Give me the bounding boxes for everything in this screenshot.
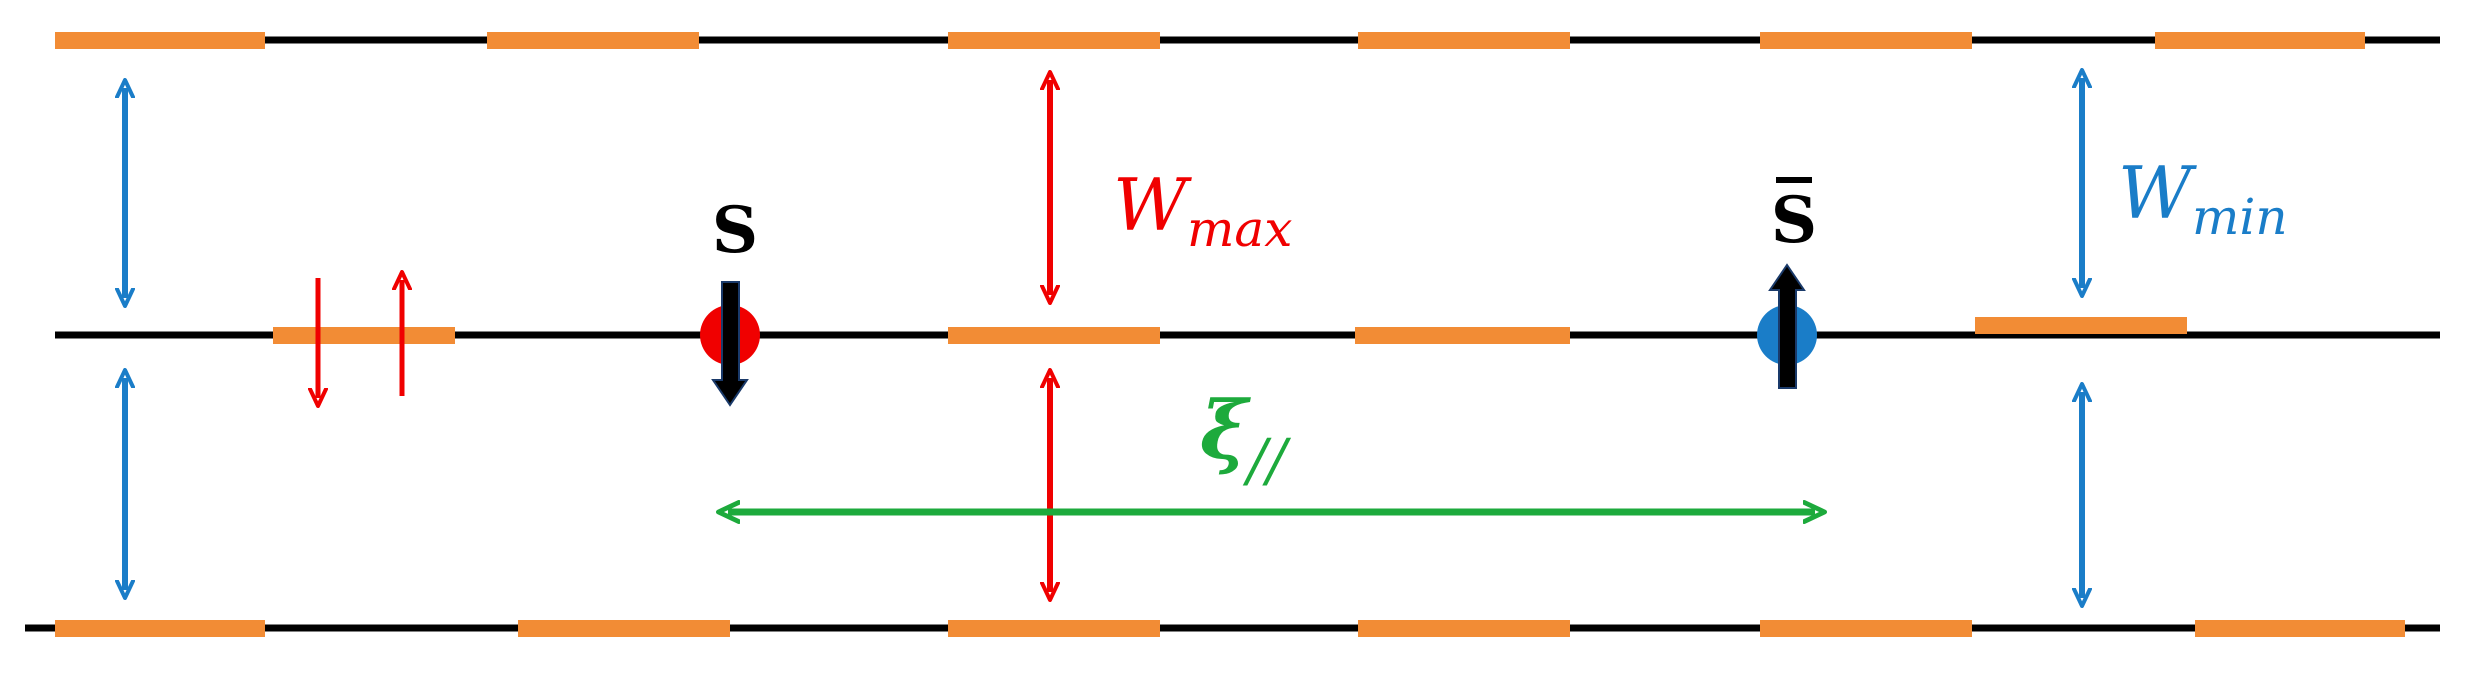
orange-segment (1975, 317, 2187, 334)
spin-up-icon (1768, 263, 1806, 389)
label-w-max: Wmax (1113, 163, 1292, 258)
label-s: S (712, 193, 758, 268)
blue-double-arrows (125, 78, 2082, 598)
orange-segment (55, 32, 265, 49)
orange-segment (487, 32, 699, 49)
orange-segment (2155, 32, 2365, 49)
orange-segment (948, 32, 1160, 49)
orange-segment (55, 620, 265, 637)
label-xi-parallel: ξ// (1200, 383, 1292, 494)
orange-segment (1358, 32, 1570, 49)
spin-pair (318, 278, 402, 398)
label-w-max-main: W (1113, 163, 1192, 247)
soliton-s-bar (1757, 263, 1817, 389)
label-w-max-sub: max (1187, 200, 1292, 258)
spin-down-icon (711, 281, 749, 407)
label-s-bar: S (1771, 183, 1817, 258)
orange-segment (2195, 620, 2405, 637)
label-w-min-sub: min (2192, 188, 2288, 246)
label-xi-main: ξ (1200, 383, 1251, 477)
middle-segments (273, 317, 2187, 344)
orange-segment (518, 620, 730, 637)
soliton-s (700, 281, 760, 407)
label-xi-sub: // (1242, 426, 1292, 494)
label-w-min-main: W (2118, 151, 2197, 235)
label-w-min: Wmin (2118, 151, 2288, 246)
orange-segment (948, 327, 1160, 344)
bottom-segments (55, 620, 2405, 637)
orange-segment (948, 620, 1160, 637)
orange-segment (273, 327, 455, 344)
orange-segment (1760, 32, 1972, 49)
orange-segment (1358, 620, 1570, 637)
top-segments (55, 32, 2365, 49)
orange-segment (1355, 327, 1570, 344)
orange-segment (1760, 620, 1972, 637)
